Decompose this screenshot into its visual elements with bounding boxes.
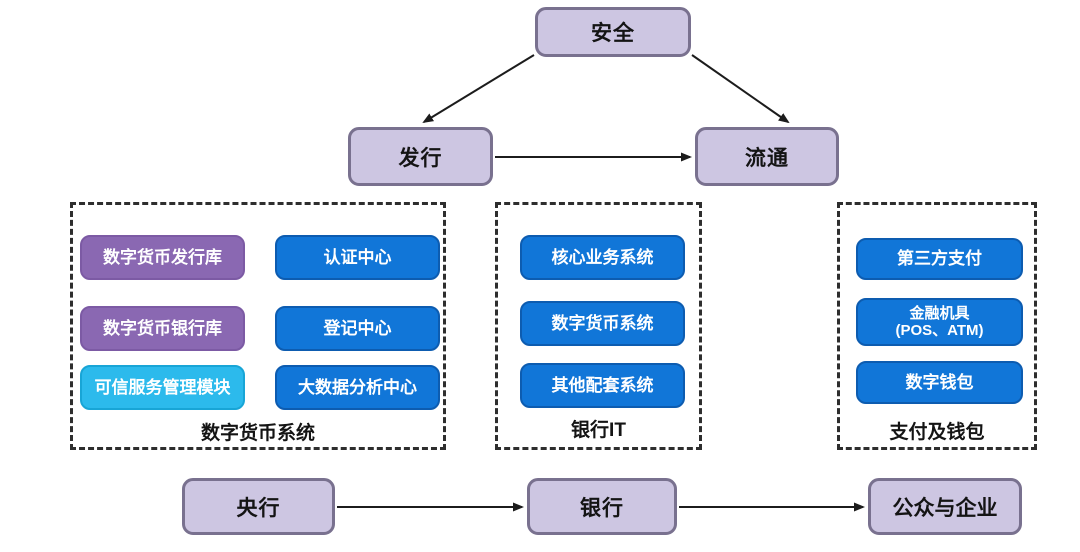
node-public-enterprise: 公众与企业: [868, 478, 1022, 535]
item-financial-machines-line2: (POS、ATM): [895, 322, 984, 339]
item-big-data-analysis-center: 大数据分析中心: [275, 365, 440, 410]
item-third-party-payment: 第三方支付: [856, 238, 1023, 280]
panel-payment-wallet: 第三方支付 金融机具 (POS、ATM) 数字钱包 支付及钱包: [837, 202, 1037, 450]
item-other-supporting-systems: 其他配套系统: [520, 363, 685, 408]
node-bank: 银行: [527, 478, 677, 535]
item-financial-machines: 金融机具 (POS、ATM): [856, 298, 1023, 346]
panel-label-bank-it: 银行IT: [571, 420, 626, 441]
item-core-business-system: 核心业务系统: [520, 235, 685, 280]
item-dc-issuance-vault: 数字货币发行库: [80, 235, 245, 280]
item-financial-machines-line1: 金融机具: [909, 304, 970, 322]
item-dc-bank-vault: 数字货币银行库: [80, 306, 245, 351]
arrow-security-to-issuance: [422, 54, 535, 124]
panel-bank-it: 核心业务系统 数字货币系统 其他配套系统 银行IT: [495, 202, 702, 450]
item-digital-wallet: 数字钱包: [856, 361, 1023, 404]
node-issuance: 发行: [348, 127, 493, 186]
panel-label-payment-wallet: 支付及钱包: [889, 422, 985, 443]
node-security: 安全: [535, 7, 691, 57]
node-central-bank: 央行: [182, 478, 335, 535]
arrow-security-to-circulation: [691, 54, 790, 124]
item-authentication-center: 认证中心: [275, 235, 440, 280]
item-registration-center: 登记中心: [275, 306, 440, 351]
panel-label-digital-currency-system: 数字货币系统: [200, 423, 315, 444]
item-trusted-service-module: 可信服务管理模块: [80, 365, 245, 410]
panel-digital-currency-system: 数字货币发行库 认证中心 数字货币银行库 登记中心 可信服务管理模块 大数据分析…: [70, 202, 446, 450]
node-circulation: 流通: [695, 127, 839, 186]
item-digital-currency-system: 数字货币系统: [520, 301, 685, 346]
